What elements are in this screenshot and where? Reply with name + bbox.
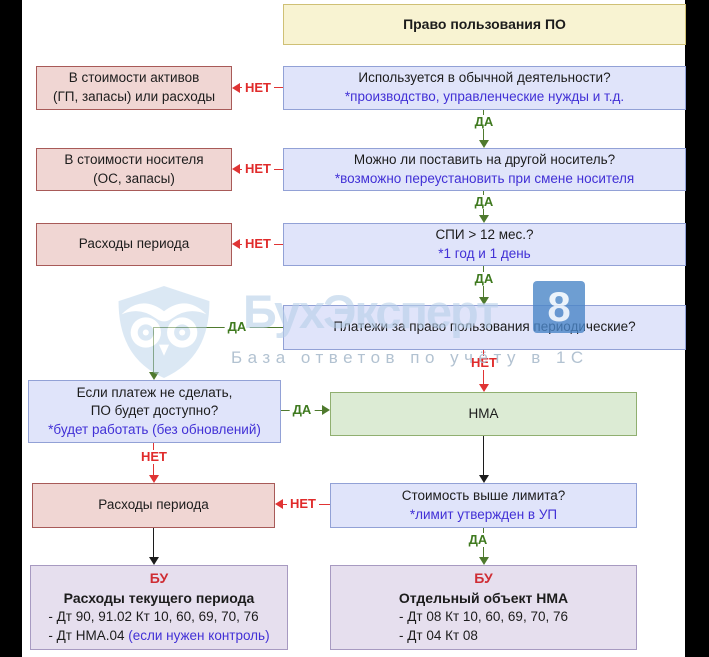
bu-right-entries: - Дт 08 Кт 10, 60, 69, 70, 76 - Дт 04 Кт…: [399, 608, 568, 646]
nma-node: НМА: [330, 392, 637, 436]
bu-left-line1: - Дт 90, 91.02 Кт 10, 60, 69, 70, 76: [48, 608, 259, 624]
bu-left-line2-prefix: - Дт НМА.04: [48, 627, 129, 643]
question-carrier-node: Можно ли поставить на другой носитель? *…: [283, 148, 686, 191]
bu-right-line1: - Дт 08 Кт 10, 60, 69, 70, 76: [399, 608, 568, 624]
yes-label: ДА: [289, 402, 315, 418]
yes-label: ДА: [224, 319, 250, 335]
arrow-down-icon: [479, 384, 489, 392]
no-label: НЕТ: [138, 449, 170, 465]
connector-line: [153, 327, 154, 373]
connector-line: [154, 327, 283, 328]
outcome-assets-line2: (ГП, запасы) или расходы: [52, 89, 216, 104]
bu-right-line2: - Дт 04 Кт 08: [399, 627, 478, 643]
question-spi-note: *1 год и 1 день: [438, 245, 531, 261]
arrow-down-icon: [479, 215, 489, 223]
outcome-carrier-node: В стоимости носителя (ОС, запасы): [36, 148, 232, 191]
bu-right-heading: Отдельный объект НМА: [398, 589, 569, 606]
outcome-carrier-line2: (ОС, запасы): [93, 170, 175, 186]
bu-left-line2: - Дт НМА.04 (если нужен контроль): [48, 627, 269, 646]
question-available-note: *будет работать (без обновлений): [48, 421, 261, 437]
arrow-down-icon: [479, 140, 489, 148]
bu-left-line2-note: (если нужен контроль): [128, 627, 270, 643]
question-spi-text: СПИ > 12 мес.?: [435, 226, 534, 242]
bu-expenses-node: БУ Расходы текущего периода - Дт 90, 91.…: [30, 565, 288, 650]
yes-label: ДА: [471, 194, 497, 210]
question-usage-node: Используется в обычной деятельности? *пр…: [283, 66, 686, 110]
question-usage-note: *производство, управленческие нужды и т.…: [344, 89, 625, 104]
bu-left-entries: - Дт 90, 91.02 Кт 10, 60, 69, 70, 76 - Д…: [48, 608, 269, 646]
outcome-period2-node: Расходы периода: [32, 483, 275, 528]
question-spi-node: СПИ > 12 мес.? *1 год и 1 день: [283, 223, 686, 266]
arrow-left-icon: [232, 164, 240, 174]
owl-shield-icon: [118, 286, 210, 378]
arrow-down-icon: [149, 475, 159, 483]
yes-label: ДА: [471, 114, 497, 130]
arrow-down-icon: [479, 475, 489, 483]
bu-left-heading: Расходы текущего периода: [63, 589, 255, 606]
question-limit-node: Стоимость выше лимита? *лимит утвержден …: [330, 483, 637, 528]
outcome-period2-text: Расходы периода: [98, 497, 209, 513]
question-available-line2: ПО будет доступно?: [90, 403, 219, 419]
question-periodic-text: Платежи за право пользования периодическ…: [333, 319, 636, 335]
outcome-carrier-line1: В стоимости носителя: [64, 151, 204, 167]
question-limit-text: Стоимость выше лимита?: [401, 487, 566, 503]
question-available-line1: Если платеж не сделать,: [76, 384, 233, 400]
bu-left-tag: БУ: [149, 570, 169, 587]
question-carrier-text: Можно ли поставить на другой носитель?: [353, 151, 616, 167]
arrow-left-icon: [275, 499, 283, 509]
yes-label: ДА: [471, 271, 497, 287]
arrow-down-icon: [479, 297, 489, 305]
connector-line: [153, 528, 154, 558]
outcome-assets-node: В стоимости активов (ГП, запасы) или рас…: [36, 66, 232, 110]
no-label: НЕТ: [242, 161, 274, 177]
connector-line: [483, 436, 484, 476]
outcome-period1-text: Расходы периода: [78, 236, 190, 252]
arrow-down-icon: [149, 557, 159, 565]
arrow-left-icon: [232, 83, 240, 93]
question-periodic-node: Платежи за право пользования периодическ…: [283, 305, 686, 350]
yes-label: ДА: [465, 532, 491, 548]
question-limit-note: *лимит утвержден в УП: [409, 506, 558, 522]
arrow-down-icon: [149, 372, 159, 380]
right-black-border: [685, 0, 709, 657]
question-available-node: Если платеж не сделать, ПО будет доступн…: [28, 380, 281, 443]
no-label: НЕТ: [242, 80, 274, 96]
page-title: Право пользования ПО: [403, 15, 566, 32]
outcome-period1-node: Расходы периода: [36, 223, 232, 266]
watermark-tagline: База ответов по учёту в 1С: [231, 348, 589, 367]
no-label: НЕТ: [468, 355, 500, 371]
no-label: НЕТ: [242, 236, 274, 252]
outcome-assets-line1: В стоимости активов: [68, 70, 200, 86]
nma-text: НМА: [468, 405, 499, 421]
question-carrier-note: *возможно переустановить при смене носит…: [334, 170, 635, 186]
bu-right-tag: БУ: [474, 570, 493, 587]
no-label: НЕТ: [287, 496, 319, 512]
arrow-right-icon: [322, 405, 330, 415]
title-node: Право пользования ПО: [283, 4, 686, 45]
question-usage-text: Используется в обычной деятельности?: [358, 70, 611, 86]
arrow-down-icon: [479, 557, 489, 565]
arrow-left-icon: [232, 239, 240, 249]
bu-nma-object-node: БУ Отдельный объект НМА - Дт 08 Кт 10, 6…: [330, 565, 637, 650]
left-black-border: [0, 0, 22, 657]
